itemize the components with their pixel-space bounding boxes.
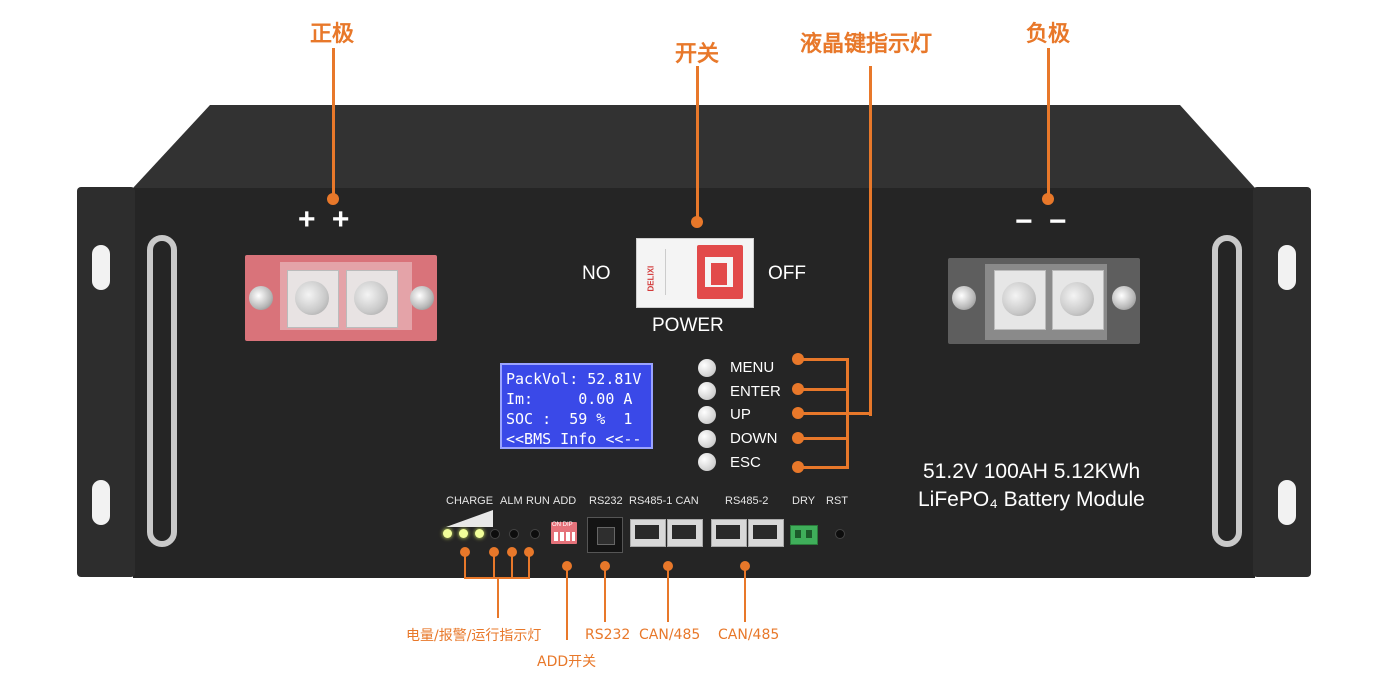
- lcd-line-current: Im: 0.00 A: [506, 390, 633, 408]
- alm-led: [509, 529, 519, 539]
- lcd-line-bms-info: <<BMS Info <<--: [506, 430, 642, 448]
- power-breaker[interactable]: DELIXI: [636, 238, 754, 308]
- up-key[interactable]: [698, 406, 716, 424]
- add-dip-switch[interactable]: ON DIP: [551, 522, 577, 544]
- reset-button[interactable]: [835, 529, 845, 539]
- esc-key-label: ESC: [730, 454, 761, 471]
- lcd-line-pack-voltage: PackVol: 52.81V: [506, 370, 642, 388]
- callout-add-switch: ADD开关: [537, 654, 597, 670]
- charge-led-3: [475, 529, 484, 538]
- alm-label: ALM: [500, 495, 523, 507]
- negative-symbol: − −: [1015, 205, 1071, 238]
- enter-key[interactable]: [698, 382, 716, 400]
- enter-key-label: ENTER: [730, 383, 781, 400]
- rs232-label: RS232: [589, 495, 623, 507]
- charge-led-1: [443, 529, 452, 538]
- charge-level-wedge: [446, 510, 493, 527]
- dry-label: DRY: [792, 495, 816, 507]
- power-label: POWER: [652, 315, 724, 336]
- breaker-off-label: OFF: [768, 263, 806, 284]
- callout-indicators: 电量/报警/运行指示灯: [406, 628, 542, 644]
- down-key-label: DOWN: [730, 430, 778, 447]
- breaker-on-label: NO: [582, 263, 611, 284]
- breaker-toggle[interactable]: [697, 245, 743, 299]
- lcd-display: PackVol: 52.81V Im: 0.00 A SOC : 59 % 1 …: [500, 363, 653, 449]
- up-key-label: UP: [730, 406, 751, 423]
- lcd-line-soc: SOC : 59 % 1: [506, 410, 633, 428]
- add-label: ADD: [553, 495, 577, 507]
- callout-negative: 负极: [1026, 22, 1071, 47]
- menu-key-label: MENU: [730, 359, 775, 376]
- rs485-2-label: RS485-2: [725, 495, 769, 507]
- module-name: LiFePO₄ Battery Module: [918, 488, 1145, 511]
- rs485-1-can-label: RS485-1 CAN: [629, 495, 699, 507]
- callout-positive: 正极: [310, 22, 355, 47]
- rs485-1-port[interactable]: [630, 519, 666, 547]
- down-key[interactable]: [698, 430, 716, 448]
- esc-key[interactable]: [698, 453, 716, 471]
- charge-led-4: [490, 529, 500, 539]
- charge-led-2: [459, 529, 468, 538]
- callout-rs232: RS232: [585, 627, 631, 643]
- can-port[interactable]: [667, 519, 703, 547]
- rs232-port[interactable]: [587, 517, 623, 553]
- rst-label: RST: [826, 495, 848, 507]
- run-label: RUN: [526, 495, 550, 507]
- charge-label: CHARGE: [446, 495, 494, 507]
- rs485-2-port-b[interactable]: [748, 519, 784, 547]
- breaker-brand: DELIXI: [646, 265, 656, 292]
- dip-label: ON DIP: [552, 522, 573, 528]
- rs485-2-port-a[interactable]: [711, 519, 747, 547]
- callout-can485-2: CAN/485: [718, 627, 780, 643]
- callout-switch: 开关: [675, 42, 720, 67]
- run-led: [530, 529, 540, 539]
- positive-symbol: + +: [298, 203, 354, 236]
- callout-lcd-keys: 液晶键指示灯: [800, 32, 933, 57]
- module-spec: 51.2V 100AH 5.12KWh: [923, 460, 1141, 483]
- dry-contact-connector[interactable]: [790, 525, 818, 545]
- callout-can485-1: CAN/485: [639, 627, 701, 643]
- menu-key[interactable]: [698, 359, 716, 377]
